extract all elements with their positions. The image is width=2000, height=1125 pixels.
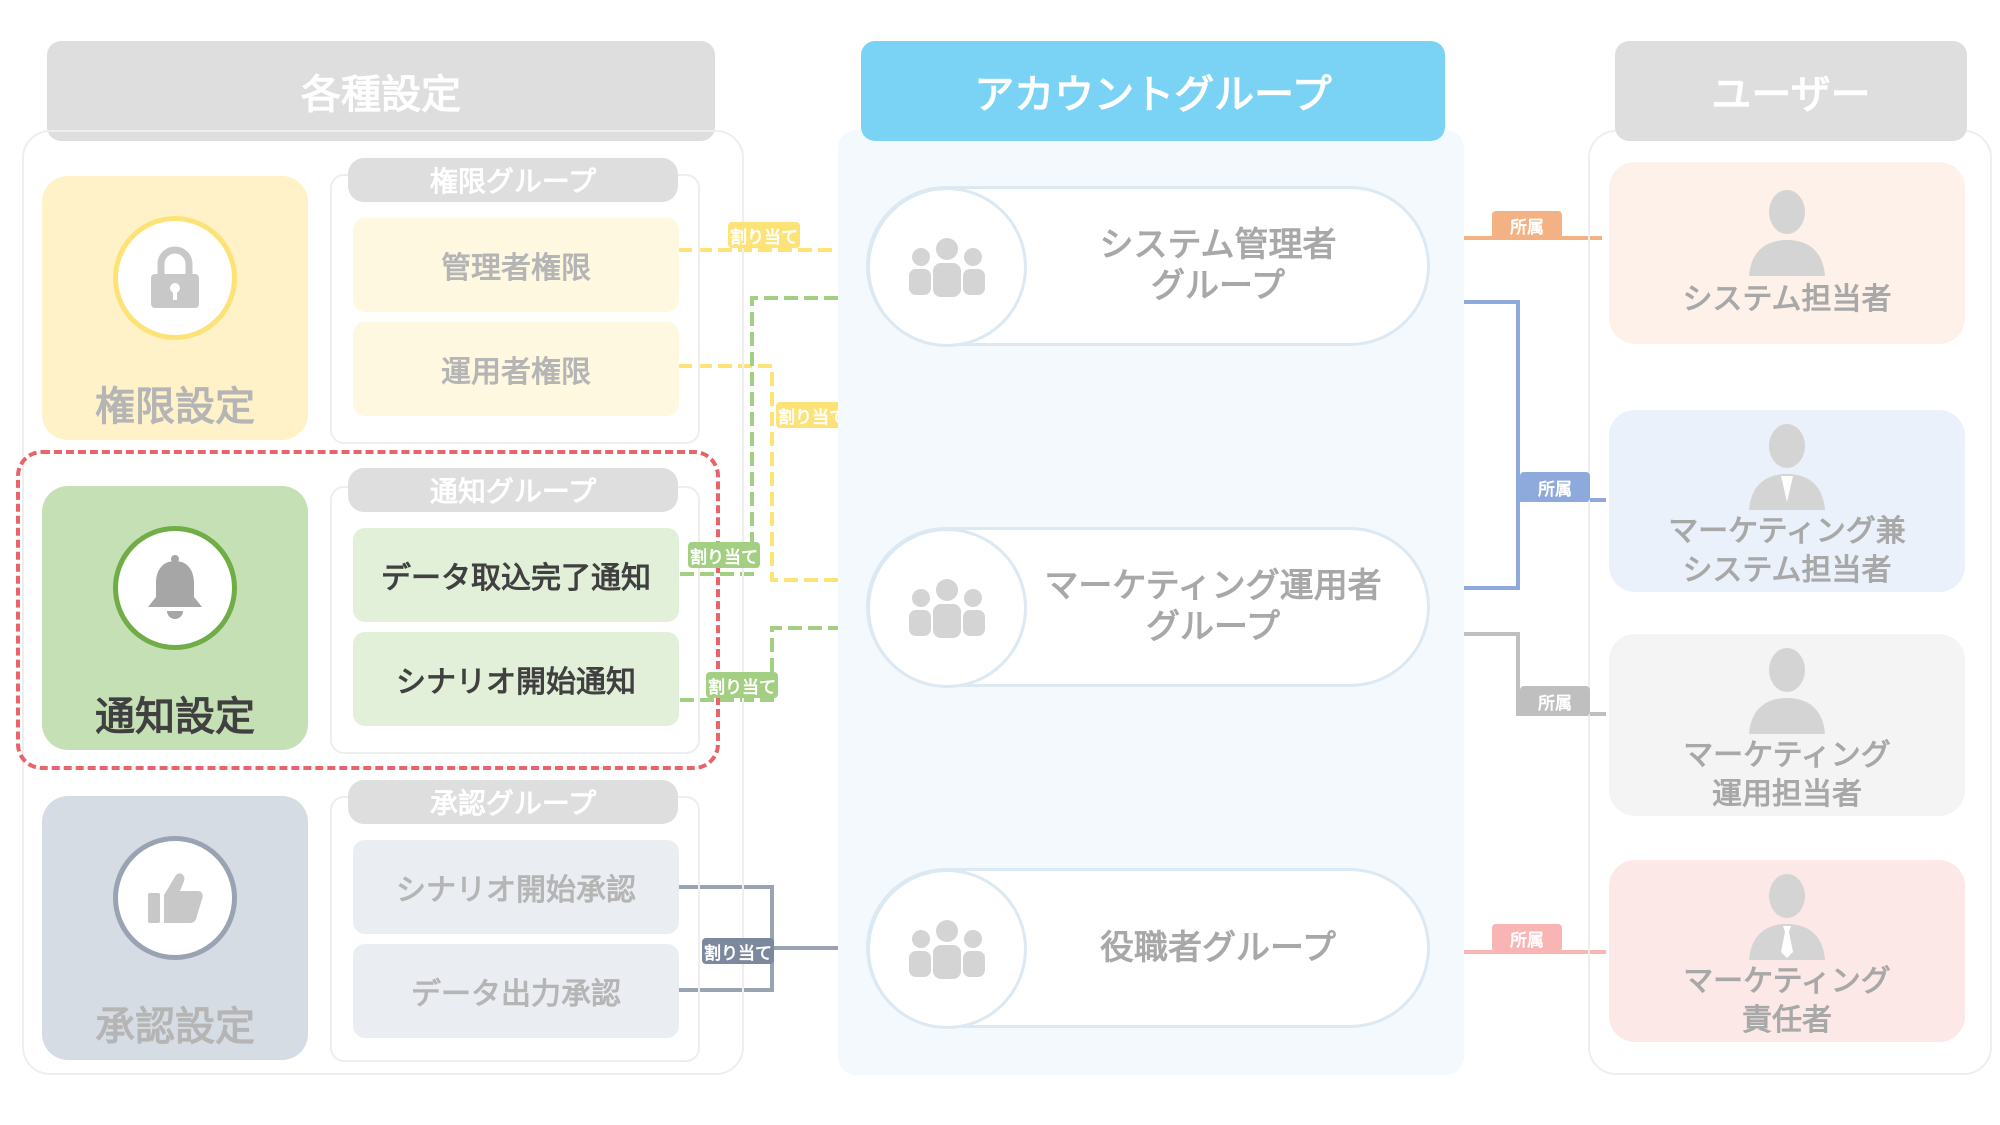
user-name-line2: 運用担当者 bbox=[1711, 777, 1862, 812]
user-name-line1: システム担当者 bbox=[1682, 282, 1892, 317]
category-notification-label: 通知設定 bbox=[95, 694, 255, 740]
users-header: ユーザー bbox=[1615, 41, 1967, 141]
group-name-line2: グループ bbox=[1151, 266, 1285, 306]
belong-tag-mkt-manager: 所属 bbox=[1492, 924, 1562, 952]
assign-line-scenario-start bbox=[680, 626, 865, 702]
assign-tag-data-import: 割り当て bbox=[688, 542, 760, 568]
user-name-line2: システム担当者 bbox=[1682, 553, 1892, 588]
user-system-staff[interactable]: システム担当者 bbox=[1609, 162, 1965, 344]
person-icon bbox=[1749, 648, 1825, 734]
item-data-import-notification[interactable]: データ取込完了通知 bbox=[353, 528, 679, 622]
lock-icon bbox=[113, 216, 237, 340]
item-data-export-approval[interactable]: データ出力承認 bbox=[353, 944, 679, 1038]
settings-header: 各種設定 bbox=[47, 41, 715, 141]
settings-header-label: 各種設定 bbox=[301, 72, 461, 118]
user-marketing-system-staff[interactable]: マーケティング兼システム担当者 bbox=[1609, 410, 1965, 592]
group-name-line2: グループ bbox=[1146, 607, 1280, 647]
group-icon bbox=[867, 869, 1027, 1029]
subgroup-approval-title: 承認グループ bbox=[348, 780, 678, 824]
item-scenario-start-approval[interactable]: シナリオ開始承認 bbox=[353, 840, 679, 934]
group-name-line1: マーケティング運用者 bbox=[1044, 566, 1382, 607]
category-approval-label: 承認設定 bbox=[95, 1004, 255, 1050]
belong-tag-mkt-system: 所属 bbox=[1520, 472, 1590, 502]
account-group-executive[interactable]: 役職者グループ bbox=[866, 868, 1430, 1029]
user-name-line1: マーケティング兼 bbox=[1668, 514, 1906, 549]
account-group-system-admin[interactable]: システム管理者グループ bbox=[866, 186, 1430, 347]
group-name-line1: システム管理者 bbox=[1099, 225, 1337, 266]
bell-icon bbox=[113, 526, 237, 650]
user-marketing-manager[interactable]: マーケティング責任者 bbox=[1609, 860, 1965, 1042]
thumbs-up-icon bbox=[113, 836, 237, 960]
item-admin-permission[interactable]: 管理者権限 bbox=[353, 218, 679, 312]
user-name-line2: 責任者 bbox=[1741, 1003, 1832, 1038]
group-icon bbox=[867, 528, 1027, 688]
account-group-marketing-operator[interactable]: マーケティング運用者グループ bbox=[866, 527, 1430, 688]
account-group-header-label: アカウントグループ bbox=[974, 72, 1332, 118]
person-icon bbox=[1749, 190, 1825, 276]
assign-tag-operator: 割り当て bbox=[776, 402, 848, 428]
item-operator-permission[interactable]: 運用者権限 bbox=[353, 322, 679, 416]
item-scenario-start-notification[interactable]: シナリオ開始通知 bbox=[353, 632, 679, 726]
group-icon bbox=[867, 187, 1027, 347]
belong-tag-mkt-operator: 所属 bbox=[1520, 686, 1590, 716]
category-notification[interactable]: 通知設定 bbox=[42, 486, 308, 750]
account-group-header: アカウントグループ bbox=[861, 41, 1445, 141]
assign-tag-approval: 割り当て bbox=[702, 938, 774, 964]
belong-tag-system: 所属 bbox=[1492, 211, 1562, 239]
subgroup-permission-title: 権限グループ bbox=[348, 158, 678, 202]
assign-line-data-import bbox=[680, 296, 865, 576]
category-permission-label: 権限設定 bbox=[95, 384, 255, 430]
users-header-label: ユーザー bbox=[1711, 72, 1871, 118]
category-permission[interactable]: 権限設定 bbox=[42, 176, 308, 440]
person-suit-icon bbox=[1749, 424, 1825, 510]
group-name-line1: 役職者グループ bbox=[1100, 927, 1336, 968]
assign-tag-admin: 割り当て bbox=[728, 222, 800, 248]
settings-panel bbox=[22, 130, 744, 1075]
user-marketing-operator[interactable]: マーケティング運用担当者 bbox=[1609, 634, 1965, 816]
assign-tag-scenario-start: 割り当て bbox=[706, 672, 778, 698]
subgroup-notification-title: 通知グループ bbox=[348, 468, 678, 512]
user-name-line1: マーケティング bbox=[1683, 738, 1891, 773]
category-approval[interactable]: 承認設定 bbox=[42, 796, 308, 1060]
person-tie-icon bbox=[1749, 874, 1825, 960]
highlight-frame bbox=[16, 450, 720, 770]
user-name-line1: マーケティング bbox=[1683, 964, 1891, 999]
assign-line-operator bbox=[678, 364, 865, 582]
